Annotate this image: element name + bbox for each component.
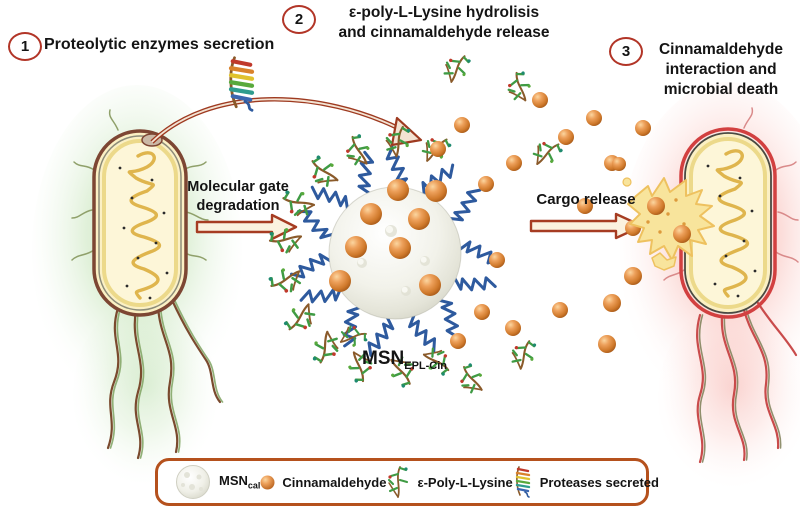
- flagella: [696, 298, 798, 464]
- membrane-damage-splat: [622, 177, 715, 271]
- cargo-release-text: Cargo release: [536, 191, 636, 208]
- cargo-release-label: Cargo release: [516, 190, 656, 209]
- step-1-text: Proteolytic enzymes secretion: [44, 36, 275, 53]
- legend-item-epl: ε-Poly-L-Lysine: [386, 464, 513, 500]
- step-3-badge: 3: [609, 37, 643, 66]
- legend-item-msn: MSNcal: [174, 463, 260, 501]
- legend-cinnamaldehyde-label: Cinnamaldehyde: [282, 474, 387, 490]
- legend-item-proteases: Proteases secreted: [513, 465, 659, 499]
- nanoparticle-label-base: MSN: [362, 348, 405, 369]
- epl-icon: [388, 466, 409, 498]
- step-1-badge: 1: [8, 32, 42, 61]
- loaded-cinnamaldehyde: [329, 179, 447, 296]
- step-1-label: Proteolytic enzymes secretion: [44, 35, 310, 55]
- cinnamaldehyde-icon: [260, 475, 275, 489]
- legend-epl-label: ε-Poly-L-Lysine: [417, 474, 513, 490]
- flagella: [106, 298, 224, 460]
- msn-pores: [357, 225, 430, 296]
- legend-msn-label: MSNcal: [219, 473, 261, 491]
- step-3-text-line1: Cinnamaldehyde: [658, 41, 784, 58]
- step-3-text-line2: interaction and: [665, 61, 777, 78]
- protease-icon: [515, 466, 530, 498]
- nanoparticle-msn: [265, 123, 502, 391]
- step-3-label: Cinnamaldehyde interaction and microbial…: [642, 40, 800, 100]
- molecular-gate-line1: Molecular gate: [187, 179, 289, 195]
- step-2-badge: 2: [282, 5, 316, 34]
- legend: MSNcal Cinnamaldehyde ε-Poly-L-Lysine: [155, 458, 659, 506]
- bacterium-dying: [663, 107, 799, 464]
- bacterium-healthy: [71, 109, 224, 460]
- molecular-gate-label: Molecular gate degradation: [170, 178, 306, 216]
- molecular-gate-line2: degradation: [196, 198, 280, 214]
- msn-cal-icon: [176, 465, 210, 499]
- legend-item-cinnamaldehyde: Cinnamaldehyde: [260, 475, 386, 490]
- cell-membrane: [98, 135, 182, 311]
- nanoparticle-label-subscript: EPL-Cin: [404, 359, 448, 372]
- step-3-text-line3: microbial death: [663, 81, 779, 98]
- legend-proteases-label: Proteases secreted: [539, 474, 659, 490]
- pili: [71, 109, 209, 261]
- nanoparticle-label: MSNEPL-Cin: [362, 348, 447, 372]
- step-2-label: ε-poly-L-Lysine hydrolisis and cinnamald…: [318, 3, 570, 43]
- step-2-text-line2: and cinnamaldehyde release: [338, 24, 550, 41]
- step-2-text-line1: ε-poly-L-Lysine hydrolisis: [348, 4, 540, 21]
